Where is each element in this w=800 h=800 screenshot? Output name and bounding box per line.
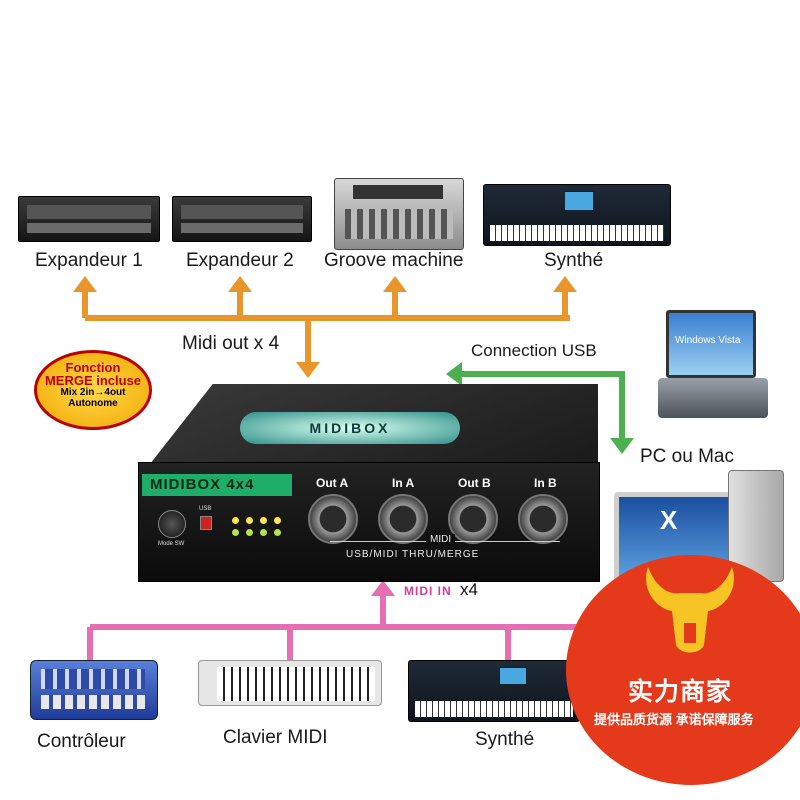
laptop-base [658, 378, 768, 418]
midi-section-label: MIDI [426, 534, 456, 545]
port-label-in-b: In B [534, 476, 557, 490]
led [274, 529, 281, 536]
expandeur-1-label: Expandeur 1 [35, 250, 143, 271]
midi-out-arrowheads [73, 276, 577, 378]
synthe-top-label: Synthé [544, 250, 604, 271]
din-port-out-a [308, 494, 358, 544]
port-label-in-a: In A [392, 476, 415, 490]
usb-label: Connection USB [471, 341, 597, 360]
midibox-model-label: MIDIBOX 4x4 [142, 474, 292, 496]
pc-mac-label: PC ou Mac [640, 446, 734, 467]
merge-badge: Fonction MERGE incluse Mix 2in→4out Auto… [34, 350, 152, 430]
synthe-top-image [483, 184, 671, 246]
synthe-bottom-label: Synthé [475, 729, 535, 750]
midi-in-count: x4 [460, 580, 478, 599]
groove-machine-label: Groove machine [324, 250, 464, 271]
synthe-bottom-image [408, 660, 580, 722]
port-label-out-b: Out B [458, 476, 491, 490]
led [246, 517, 253, 524]
expandeur-2-label: Expandeur 2 [186, 250, 294, 271]
led [232, 529, 239, 536]
led [260, 517, 267, 524]
clavier-midi-label: Clavier MIDI [223, 727, 328, 748]
port-label-out-a: Out A [316, 476, 349, 490]
midi-out-label: Midi out x 4 [182, 333, 280, 354]
badge-line-1: Fonction [65, 360, 121, 375]
midi-out-wires [82, 290, 570, 365]
led [232, 517, 239, 524]
laptop-screen-text: Windows Vista [675, 335, 741, 346]
expandeur-2-image [172, 196, 312, 242]
led [260, 529, 267, 536]
midibox-front-text: USB/MIDI THRU/MERGE [346, 549, 480, 560]
seal-title: 实力商家 [628, 678, 733, 706]
midi-in-arrowhead [371, 580, 395, 596]
mode-knob [158, 510, 186, 538]
din-port-in-a [378, 494, 428, 544]
usb-wire [446, 362, 634, 454]
din-port-in-b [518, 494, 568, 544]
midi-in-tag: MIDI IN [404, 584, 452, 598]
din-port-out-b [448, 494, 498, 544]
midibox-logo: MIDIBOX [240, 412, 460, 444]
usb-port-label: USB [199, 506, 212, 512]
groove-machine-image [334, 178, 464, 250]
badge-line-2: MERGE incluse [44, 373, 142, 388]
clavier-midi-image [198, 660, 382, 706]
controleur-image [30, 660, 158, 720]
mode-knob-label: Mode SW [158, 541, 185, 547]
badge-line-3: Mix 2in→4out [60, 387, 126, 398]
badge-line-4: Autonome [68, 398, 118, 409]
os-x-logo: X [660, 505, 678, 535]
led [274, 517, 281, 524]
seal-subtitle: 提供品质货源 承诺保障服务 [594, 712, 754, 727]
expandeur-1-image [18, 196, 160, 242]
led [246, 529, 253, 536]
controleur-label: Contrôleur [37, 731, 126, 752]
usb-port [200, 516, 212, 530]
bull-logo-icon [646, 567, 734, 653]
laptop-screen: Windows Vista [666, 310, 756, 378]
midi-in-wires [87, 592, 580, 660]
